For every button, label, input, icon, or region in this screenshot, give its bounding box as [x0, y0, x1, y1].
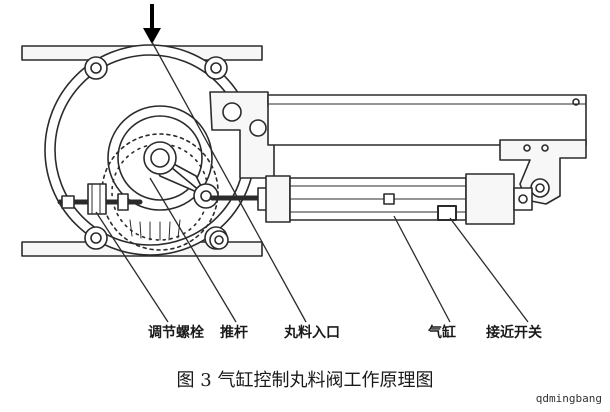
- adjust-bolt: [57, 183, 143, 215]
- cylinder-front-cap: [265, 175, 291, 223]
- label-adjust-bolt: 调节螺栓: [148, 325, 204, 341]
- valve-disc-inner: [117, 115, 203, 201]
- label-push-rod: 推杆: [220, 325, 248, 341]
- cylinder-mount: [513, 187, 533, 211]
- piston: [383, 193, 395, 205]
- proximity-switch-body: [437, 205, 457, 221]
- bracket-hole-1: [222, 102, 242, 122]
- label-cylinder: 气缸: [428, 325, 456, 341]
- leader-lines: [95, 41, 529, 323]
- leader-push-rod: [149, 177, 237, 323]
- disc-bolt-right: [209, 230, 229, 250]
- center-hub-bore: [150, 148, 170, 168]
- bracket-hole-2: [249, 119, 267, 137]
- leader-adjust-bolt: [95, 211, 169, 323]
- orifice-ticks: [129, 219, 181, 241]
- label-proximity-switch: 接近开关: [486, 325, 542, 341]
- cylinder-rear-cap: [465, 173, 515, 225]
- center-hub: [143, 141, 177, 175]
- mounting-plate: [267, 94, 587, 146]
- leader-cylinder: [393, 215, 451, 323]
- corner-bolt-top-left: [84, 56, 108, 80]
- leader-proximity-switch: [449, 217, 529, 323]
- end-bracket-pin: [530, 178, 550, 198]
- figure-caption: 图 3 气缸控制丸料阀工作原理图: [176, 370, 434, 391]
- inlet-arrow: [143, 4, 161, 44]
- plate-screw: [572, 98, 580, 106]
- corner-bolt-top-right: [204, 56, 228, 80]
- label-pill-inlet: 丸料入口: [284, 325, 340, 341]
- corner-bolt-bottom-left: [84, 226, 108, 250]
- leader-pill-inlet: [151, 41, 307, 323]
- watermark: qdmingbang: [535, 392, 602, 405]
